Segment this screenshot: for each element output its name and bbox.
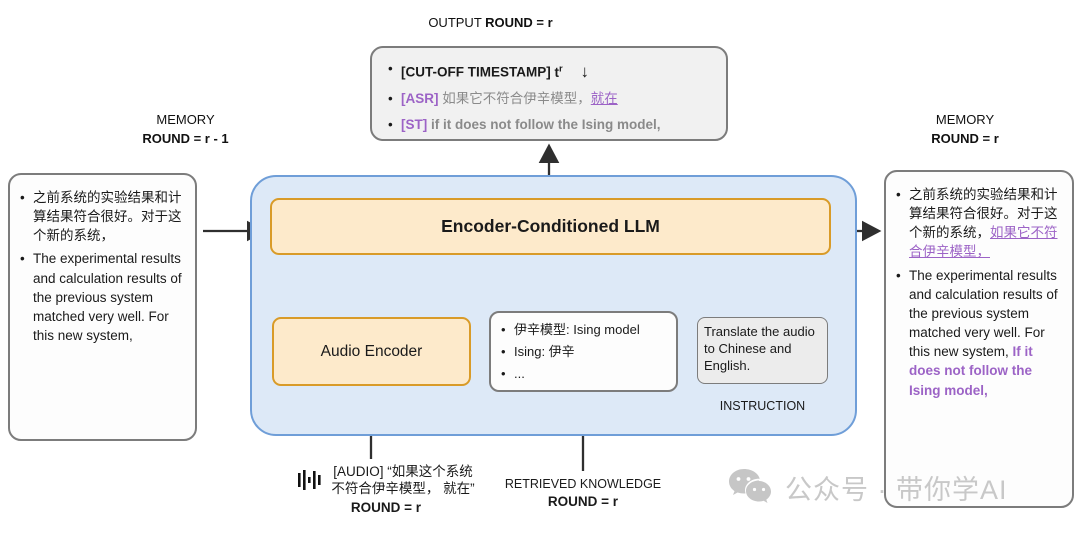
cutoff-timestamp-tag: [CUT-OFF TIMESTAMP]	[401, 64, 551, 80]
output-st-line: [ST] if it does not follow the Ising mod…	[387, 112, 718, 138]
audio-input-round: ROUND = r	[350, 499, 422, 515]
output-box: [CUT-OFF TIMESTAMP] tr ↓ [ASR] 如果它不符合伊辛模…	[370, 46, 728, 141]
knowledge-item: 伊辛模型: Ising model	[500, 319, 672, 341]
audio-input-group: [AUDIO] “如果这个系统 不符合伊辛模型， 就在” ROUND = r	[256, 463, 516, 515]
asr-existing-text: 如果它不符合伊辛模型，	[442, 90, 591, 106]
memory-right-title: MEMORY	[935, 112, 995, 127]
memory-right-zh-new: 如果它不符合伊辛模型，	[909, 225, 1058, 260]
memory-left-box: 之前系统的实验结果和计算结果符合很好。对于这个新的系统， The experim…	[8, 173, 197, 441]
knowledge-box: 伊辛模型: Ising model Ising: 伊辛 ...	[489, 311, 678, 392]
retrieved-label: RETRIEVED KNOWLEDGE	[504, 477, 662, 491]
knowledge-item: ...	[500, 363, 672, 385]
memory-left-round: ROUND = r - 1	[142, 130, 229, 146]
memory-right-label: MEMORY ROUND = r	[880, 111, 1050, 149]
memory-left-bullet-en: The experimental results and calculation…	[19, 249, 187, 345]
wechat-icon	[729, 469, 771, 503]
cutoff-variable: tr	[554, 63, 563, 80]
output-label-plain: OUTPUT	[428, 15, 486, 30]
audio-encoder-title: Audio Encoder	[320, 342, 423, 360]
st-tag: [ST]	[401, 116, 428, 132]
knowledge-item: Ising: 伊辛	[500, 341, 672, 363]
output-label: OUTPUT ROUND = r	[368, 14, 613, 33]
watermark: 公众号 · 带你学AI	[727, 467, 1008, 507]
memory-left-title: MEMORY	[156, 112, 215, 127]
down-arrow-icon: ↓	[580, 61, 589, 81]
output-label-round: ROUND = r	[485, 15, 553, 30]
asr-tag: [ASR]	[401, 90, 439, 106]
retrieved-group: RETRIEVED KNOWLEDGE ROUND = r	[493, 477, 673, 509]
output-asr-line: [ASR] 如果它不符合伊辛模型，就在	[387, 86, 718, 112]
asr-new-text: 就在	[590, 90, 618, 106]
instruction-caption: INSTRUCTION	[719, 399, 806, 413]
output-cutoff-line: [CUT-OFF TIMESTAMP] tr ↓	[387, 56, 718, 86]
instruction-box: Translate the audio to Chinese and Engli…	[697, 317, 828, 384]
memory-right-bullet-zh: 之前系统的实验结果和计算结果符合很好。对于这个新的系统，如果它不符合伊辛模型，	[895, 185, 1064, 262]
audio-input-line1: [AUDIO] “如果这个系统	[333, 464, 473, 479]
audio-input-line2: 不符合伊辛模型， 就在”	[331, 481, 475, 497]
memory-right-round: ROUND = r	[931, 130, 999, 146]
st-text: if it does not follow the Ising model,	[431, 116, 661, 132]
retrieved-round: ROUND = r	[547, 494, 619, 509]
waveform-icon	[298, 470, 321, 491]
llm-title: Encoder-Conditioned LLM	[441, 216, 660, 236]
memory-right-box: 之前系统的实验结果和计算结果符合很好。对于这个新的系统，如果它不符合伊辛模型， …	[884, 170, 1074, 508]
encoder-conditioned-llm-box: Encoder-Conditioned LLM	[270, 198, 831, 255]
memory-right-bullet-en: The experimental results and calculation…	[895, 266, 1064, 400]
memory-right-en-new: If it does not follow the Ising model,	[909, 344, 1033, 398]
instruction-text: Translate the audio to Chinese and Engli…	[704, 324, 815, 373]
watermark-text: 公众号 · 带你学AI	[785, 474, 1008, 505]
audio-encoder-box: Audio Encoder	[272, 317, 471, 386]
memory-left-bullet-zh: 之前系统的实验结果和计算结果符合很好。对于这个新的系统，	[19, 188, 187, 245]
memory-left-label: MEMORY ROUND = r - 1	[103, 111, 268, 149]
